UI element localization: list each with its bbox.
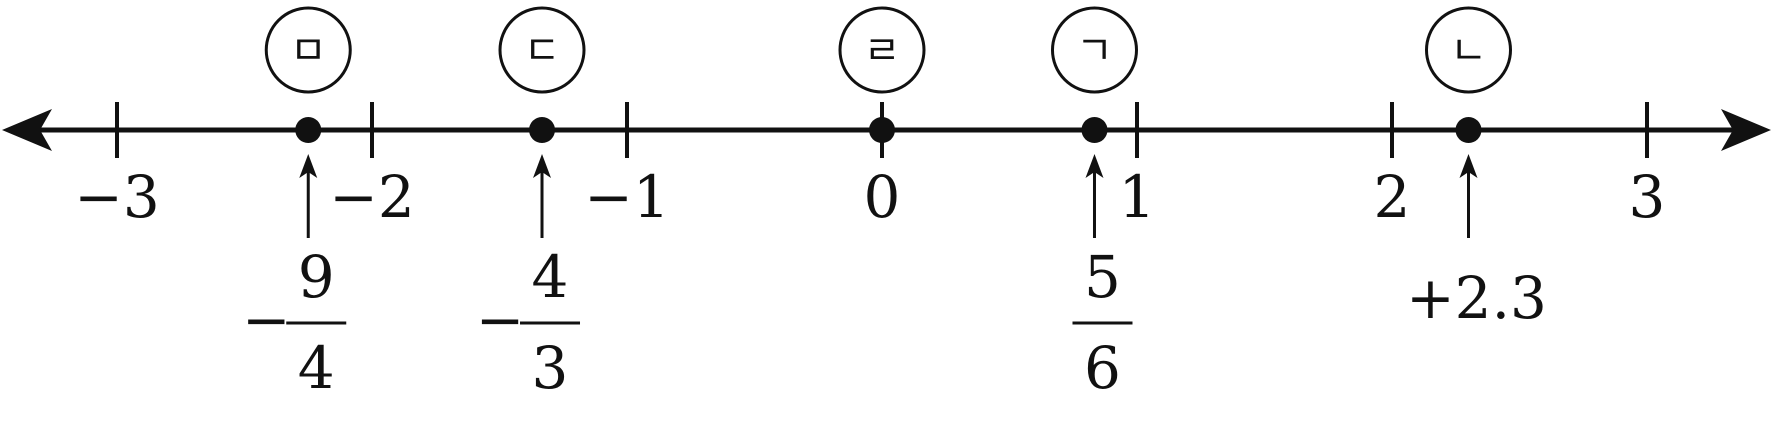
point-1-marker-label: ㄷ (524, 28, 561, 74)
point-3-dot (1081, 117, 1108, 143)
point-1-numerator: 4 (532, 243, 569, 311)
point-1-pointer-head (533, 154, 552, 178)
tick-marks: −3 −2 −1 0 1 2 3 (74, 102, 1665, 231)
point-0-marker-label: ㅁ (290, 28, 327, 74)
point-2-dot (869, 117, 895, 143)
point-2-marker-circle (838, 6, 926, 94)
tick-label--2: −2 (329, 163, 415, 231)
tick-label-0: 0 (864, 163, 901, 231)
point-3-denominator: 6 (1084, 334, 1121, 402)
point-3-numerator: 5 (1084, 243, 1121, 311)
tick-label-1: 1 (1119, 163, 1156, 231)
tick-label-2: 2 (1374, 163, 1411, 231)
point-1-dot (529, 117, 556, 143)
tick-label--3: −3 (74, 163, 160, 231)
tick-label--1: −1 (584, 163, 670, 231)
point-0-denominator: 4 (298, 334, 335, 402)
point-2-marker-label: ㄹ (864, 28, 901, 74)
point-4-marker-circle (1425, 6, 1512, 94)
point-0-sign: − (242, 286, 291, 354)
point-0-pointer-head (299, 154, 318, 178)
point-3-pointer-head (1085, 154, 1104, 178)
point-1-denominator: 3 (532, 334, 569, 402)
point-4-value-label: +2.3 (1406, 264, 1547, 332)
point-4-dot (1455, 117, 1482, 143)
point-3-marker-circle (1050, 6, 1138, 94)
point-0-numerator: 9 (298, 243, 335, 311)
point-0-dot (295, 117, 322, 143)
point-1-sign: − (476, 286, 525, 354)
point-4-marker-label: ㄴ (1450, 28, 1487, 74)
tick-label-3: 3 (1629, 163, 1666, 231)
point-0-marker-circle (264, 6, 352, 94)
point-4-pointer-head (1459, 154, 1478, 178)
left-arrowhead (2, 109, 52, 151)
point-1-marker-circle (498, 6, 586, 94)
point-3-marker-label: ㄱ (1076, 28, 1113, 74)
right-arrowhead (1721, 109, 1771, 151)
